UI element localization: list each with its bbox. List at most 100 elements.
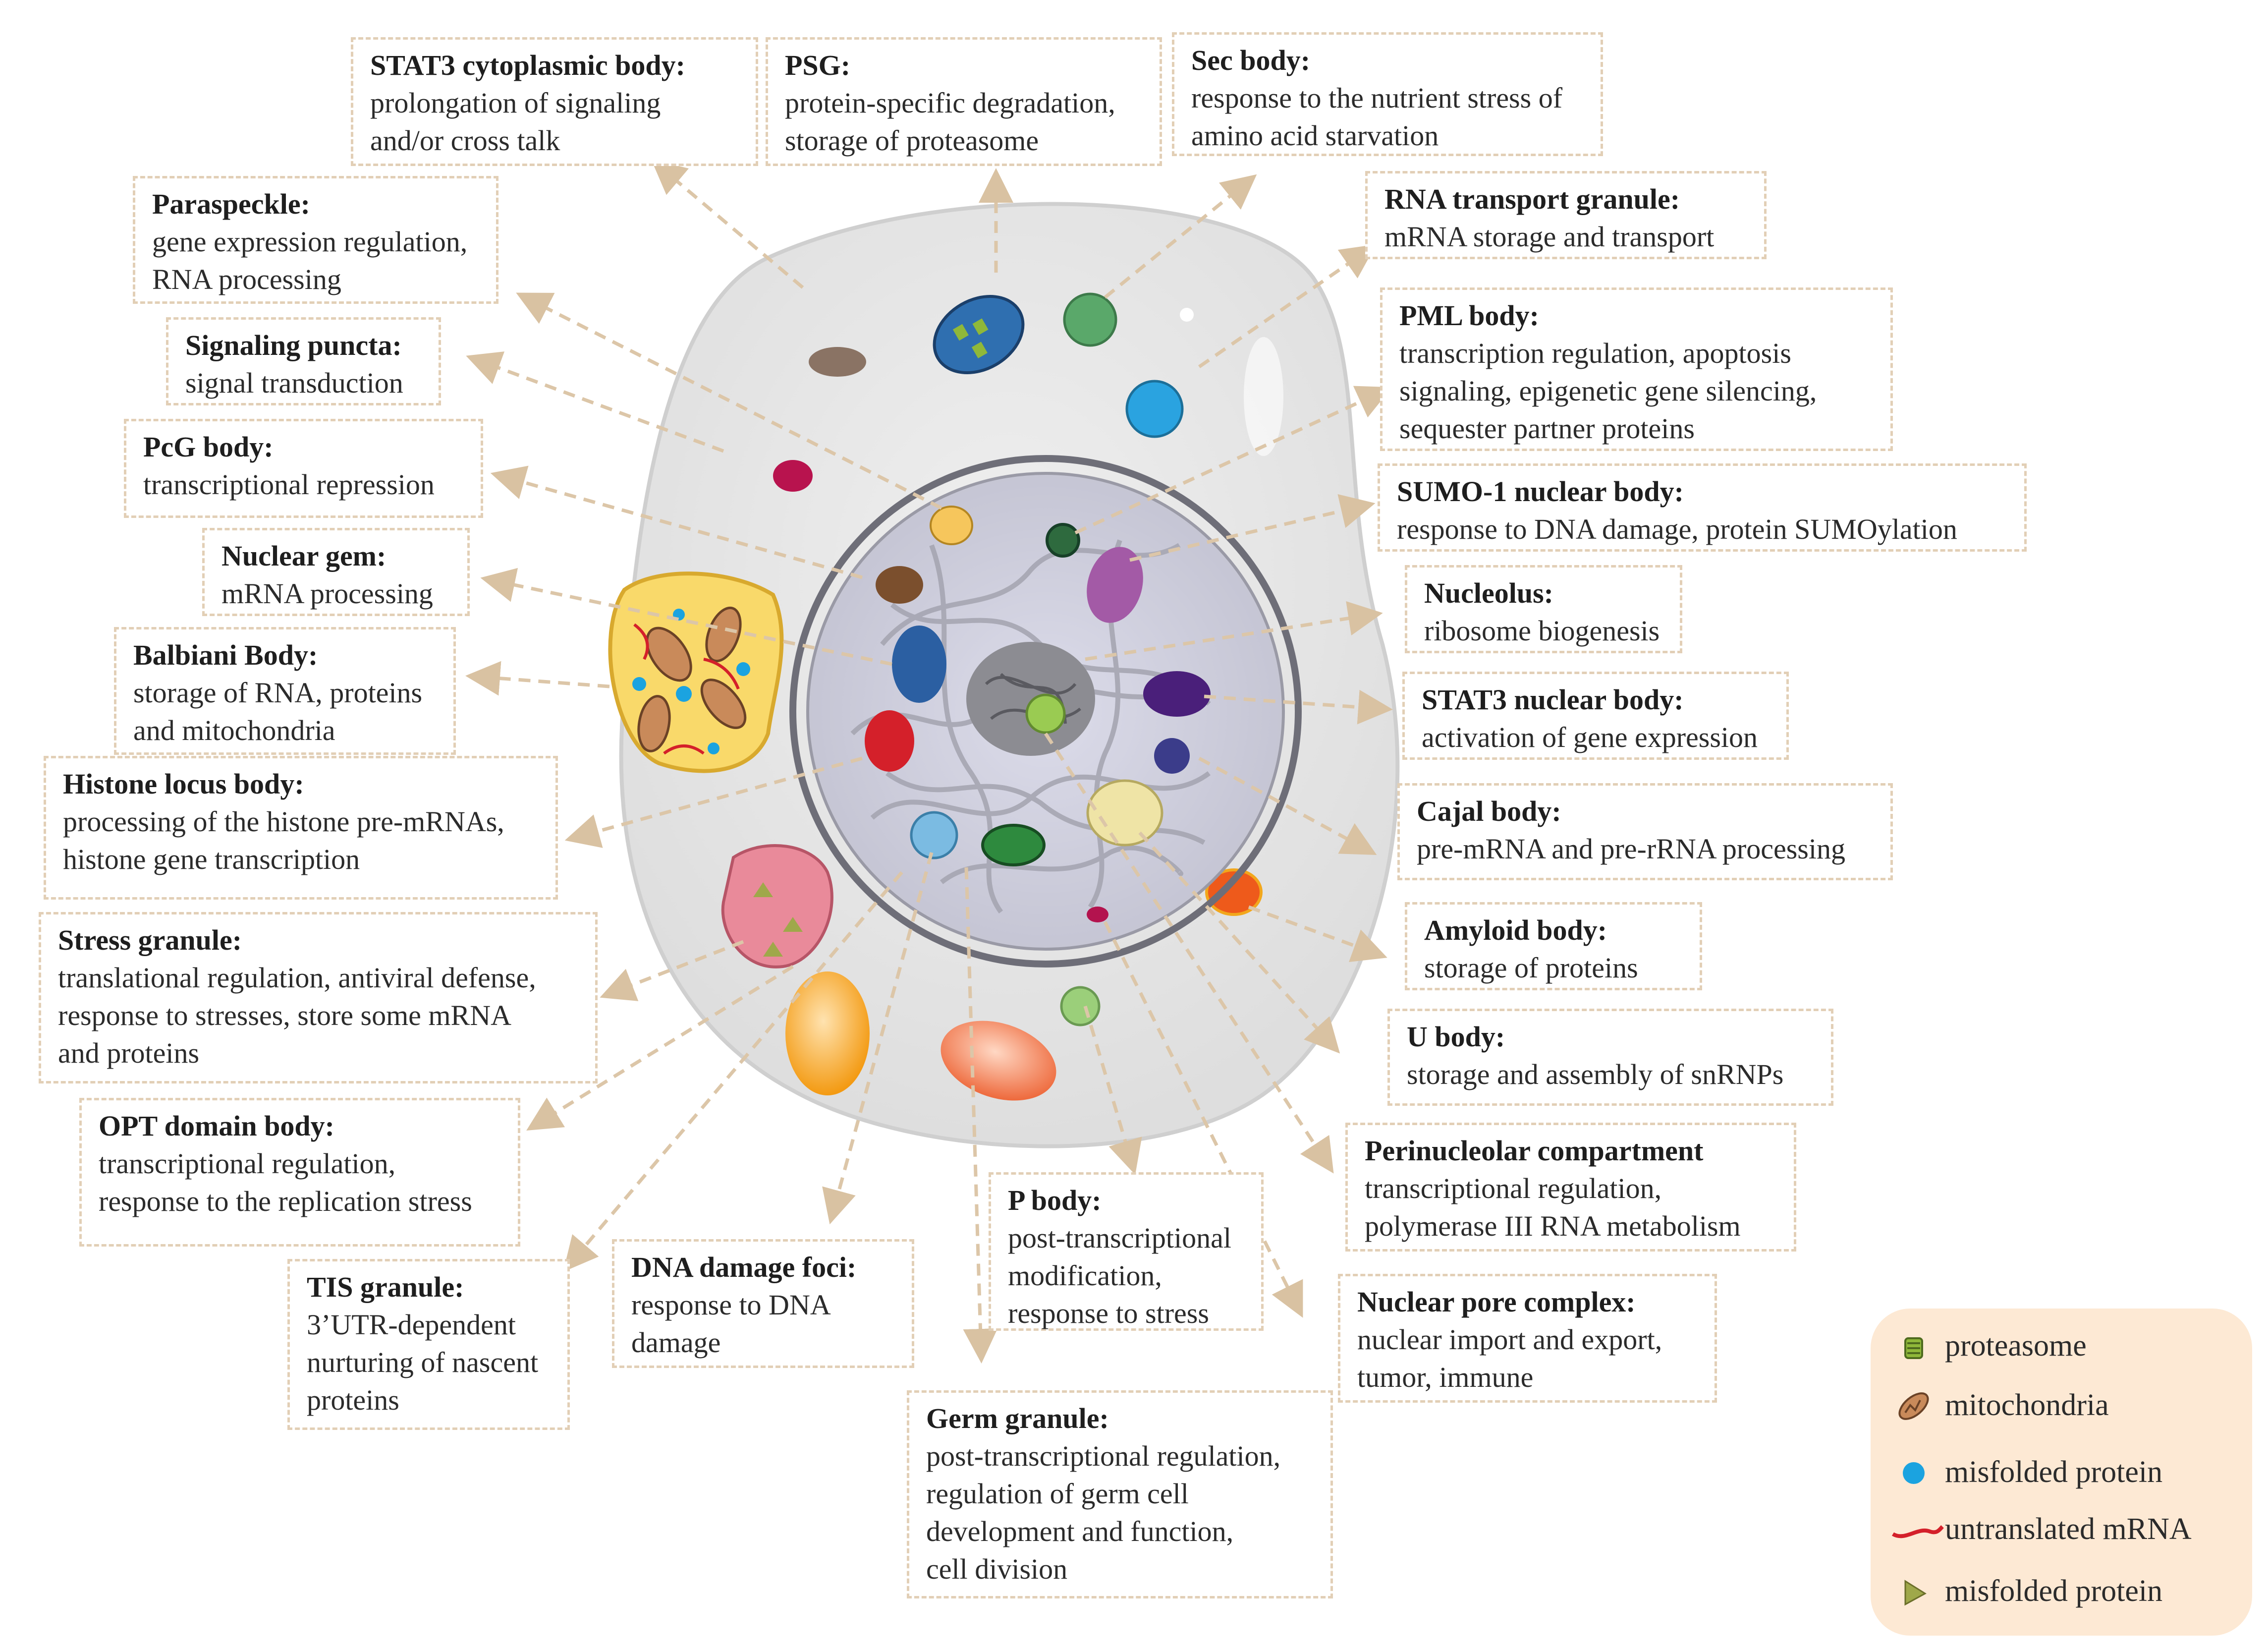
label-description: post-transcriptional regulation, regulat…	[926, 1440, 1281, 1585]
label-dna-damage-foci: DNA damage foci: response to DNA damage	[612, 1239, 914, 1368]
label-title: Histone locus body:	[63, 768, 304, 800]
label-title: Signaling puncta:	[185, 329, 402, 361]
paraspeckle-shape	[930, 506, 973, 545]
legend-item-misfolded-protein-dot: misfolded protein	[1871, 1450, 2252, 1494]
label-stat3-cytoplasmic-body: STAT3 cytoplasmic body: prolongation of …	[351, 37, 758, 166]
legend-label: misfolded protein	[1945, 1574, 2163, 1608]
nuclear-gem-shape	[892, 626, 946, 703]
label-description: mRNA processing	[221, 577, 433, 610]
legend-label: mitochondria	[1945, 1388, 2109, 1422]
sec-body-shape	[1063, 292, 1117, 347]
label-title: Balbiani Body:	[133, 639, 318, 671]
label-description: storage of proteins	[1424, 952, 1638, 984]
label-title: P body:	[1008, 1184, 1102, 1216]
cajal-body-shape	[1154, 738, 1190, 774]
label-description: nuclear import and export, tumor, immune	[1357, 1323, 1662, 1393]
label-description: storage of RNA, proteins and mitochondri…	[133, 677, 423, 746]
label-title: PSG:	[785, 49, 851, 81]
label-amyloid-body: Amyloid body: storage of proteins	[1405, 902, 1702, 990]
legend-label: misfolded protein	[1945, 1455, 2163, 1489]
nuclear-pore-shape	[1087, 907, 1108, 922]
label-signaling-puncta: Signaling puncta: signal transduction	[166, 317, 441, 405]
label-description: translational regulation, antiviral defe…	[58, 962, 536, 1069]
label-nuclear-gem: Nuclear gem: mRNA processing	[202, 528, 470, 616]
label-rna-transport-granule: RNA transport granule: mRNA storage and …	[1365, 171, 1767, 259]
legend-label: proteasome	[1945, 1329, 2087, 1363]
label-description: activation of gene expression	[1422, 721, 1758, 753]
balbiani-body-shape	[608, 571, 784, 773]
label-stress-granule: Stress granule: translational regulation…	[39, 912, 598, 1083]
label-description: response to the nutrient stress of amino…	[1191, 82, 1563, 152]
label-title: Cajal body:	[1417, 795, 1561, 827]
label-pml-body: PML body: transcription regulation, apop…	[1380, 287, 1893, 451]
triangle-icon	[1904, 1580, 1927, 1606]
label-perinucleolar-compartment: Perinucleolar compartment transcriptiona…	[1345, 1123, 1796, 1252]
label-title: Nuclear pore complex:	[1357, 1286, 1636, 1318]
label-title: STAT3 nuclear body:	[1422, 684, 1684, 716]
label-nucleolus: Nucleolus: ribosome biogenesis	[1405, 565, 1682, 653]
label-description: storage and assembly of snRNPs	[1407, 1058, 1784, 1090]
label-u-body: U body: storage and assembly of snRNPs	[1387, 1009, 1833, 1106]
label-description: transcription regulation, apoptosis sign…	[1399, 337, 1817, 445]
label-description: signal transduction	[185, 367, 403, 399]
label-description: prolongation of signaling and/or cross t…	[370, 87, 661, 157]
pcg-body-shape	[876, 566, 923, 604]
label-description: pre-mRNA and pre-rRNA processing	[1417, 833, 1845, 865]
label-germ-granule: Germ granule: post-transcriptional regul…	[907, 1390, 1333, 1598]
legend: proteasome mitochondria misfolded protei…	[1871, 1309, 2252, 1636]
label-title: RNA transport granule:	[1384, 183, 1680, 215]
label-description: protein-specific degradation, storage of…	[785, 87, 1115, 157]
label-description: 3’UTR-dependent nurturing of nascent pro…	[307, 1309, 539, 1416]
legend-item-proteasome: proteasome	[1871, 1323, 2252, 1368]
label-title: Amyloid body:	[1424, 914, 1607, 946]
label-title: TIS granule:	[307, 1271, 464, 1303]
label-cajal-body: Cajal body: pre-mRNA and pre-rRNA proces…	[1397, 783, 1893, 880]
label-tis-granule: TIS granule: 3’UTR-dependent nurturing o…	[287, 1259, 570, 1430]
label-description: gene expression regulation, RNA processi…	[152, 226, 468, 295]
label-description: transcriptional regulation, polymerase I…	[1365, 1172, 1741, 1242]
nucleolus-shape	[966, 642, 1095, 756]
histone-locus-body-shape	[865, 710, 914, 772]
label-title: Paraspeckle:	[152, 188, 310, 220]
red-wave-icon	[1891, 1525, 1944, 1538]
sumo-1-body-shape	[1087, 547, 1143, 623]
germ-nuclear-shape	[981, 824, 1046, 866]
proteasome-icon	[1904, 1337, 1923, 1359]
label-nuclear-pore-complex: Nuclear pore complex: nuclear import and…	[1338, 1274, 1717, 1403]
label-title: PcG body:	[143, 431, 274, 463]
label-title: Nucleolus:	[1424, 577, 1553, 609]
label-pcg-body: PcG body: transcriptional repression	[124, 419, 483, 518]
label-paraspeckle: Paraspeckle: gene expression regulation,…	[133, 176, 498, 304]
label-description: processing of the histone pre-mRNAs, his…	[63, 805, 504, 875]
label-description: ribosome biogenesis	[1424, 615, 1660, 647]
label-p-body: P body: post-transcriptional modificatio…	[989, 1172, 1264, 1331]
u-body-shape	[1086, 779, 1163, 847]
amyloid-body-shape	[1205, 868, 1263, 916]
label-description: response to DNA damage	[631, 1289, 831, 1359]
label-histone-locus-body: Histone locus body: processing of the hi…	[44, 756, 558, 900]
label-description: mRNA storage and transport	[1384, 221, 1715, 253]
label-title: SUMO-1 nuclear body:	[1397, 475, 1684, 508]
label-description: transcriptional repression	[143, 468, 435, 501]
label-title: Germ granule:	[926, 1402, 1109, 1434]
label-title: Stress granule:	[58, 924, 242, 956]
label-title: OPT domain body:	[99, 1110, 334, 1142]
pml-body-shape	[1046, 523, 1080, 558]
rna-transport-granule-shape	[1125, 380, 1184, 438]
label-stat3-nuclear-body: STAT3 nuclear body: activation of gene e…	[1402, 672, 1789, 760]
label-title: Sec body:	[1191, 44, 1311, 76]
legend-label: untranslated mRNA	[1945, 1512, 2192, 1546]
germ-granule-shape	[940, 1021, 1056, 1101]
p-body-shape	[1060, 986, 1101, 1026]
label-title: STAT3 cytoplasmic body:	[370, 49, 685, 81]
label-opt-domain-body: OPT domain body: transcriptional regulat…	[79, 1098, 520, 1247]
label-title: DNA damage foci:	[631, 1251, 857, 1283]
label-description: post-transcriptional modification, respo…	[1008, 1222, 1232, 1329]
blue-dot-icon	[1903, 1462, 1925, 1484]
label-title: PML body:	[1399, 299, 1539, 332]
label-sec-body: Sec body: response to the nutrient stres…	[1172, 32, 1603, 156]
legend-item-misfolded-protein-triangle: misfolded protein	[1871, 1569, 2252, 1613]
label-title: Perinucleolar compartment	[1365, 1135, 1704, 1167]
nucleolar-green-shape	[1025, 693, 1066, 734]
